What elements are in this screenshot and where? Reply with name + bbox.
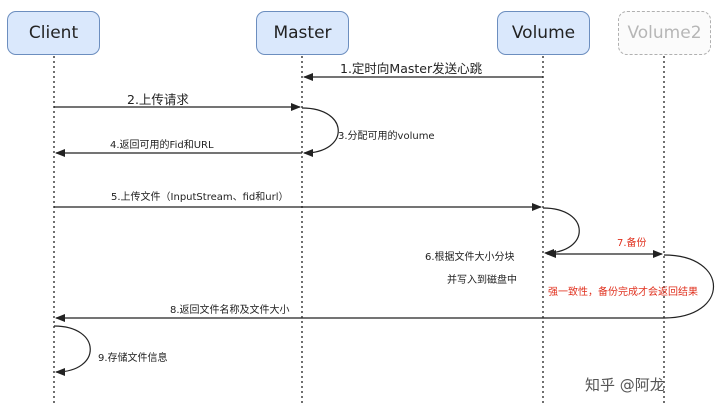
curve-backup-return: [663, 254, 715, 319]
label-heartbeat: 1.定时向Master发送心跳: [340, 61, 483, 76]
label-upload-file: 5.上传文件（InputStream、fid和url）: [111, 192, 289, 203]
label-consistency-note: 强一致性，备份完成才会返回结果: [548, 287, 698, 298]
label-backup: 7.备份: [617, 238, 647, 249]
watermark: 知乎 @阿龙: [585, 376, 665, 394]
participant-master: Master: [256, 11, 349, 55]
label-return-fid: 4.返回可用的Fid和URL: [110, 140, 214, 151]
label-write-disk: 并写入到磁盘中: [447, 275, 517, 286]
label-assign-volume: 3.分配可用的volume: [338, 131, 435, 142]
label-store-info: 9.存储文件信息: [98, 353, 168, 364]
label-upload-request: 2.上传请求: [127, 92, 189, 107]
participant-volume2: Volume2: [618, 11, 711, 55]
participant-volume: Volume: [497, 11, 590, 55]
participant-client: Client: [7, 11, 100, 55]
label-return-file-info: 8.返回文件名称及文件大小: [170, 305, 290, 316]
arrow-store-info: [53, 325, 91, 376]
arrow-chunk-write: [542, 207, 580, 257]
label-chunk-split: 6.根据文件大小分块: [425, 252, 515, 263]
arrow-assign-volume: [301, 107, 339, 157]
